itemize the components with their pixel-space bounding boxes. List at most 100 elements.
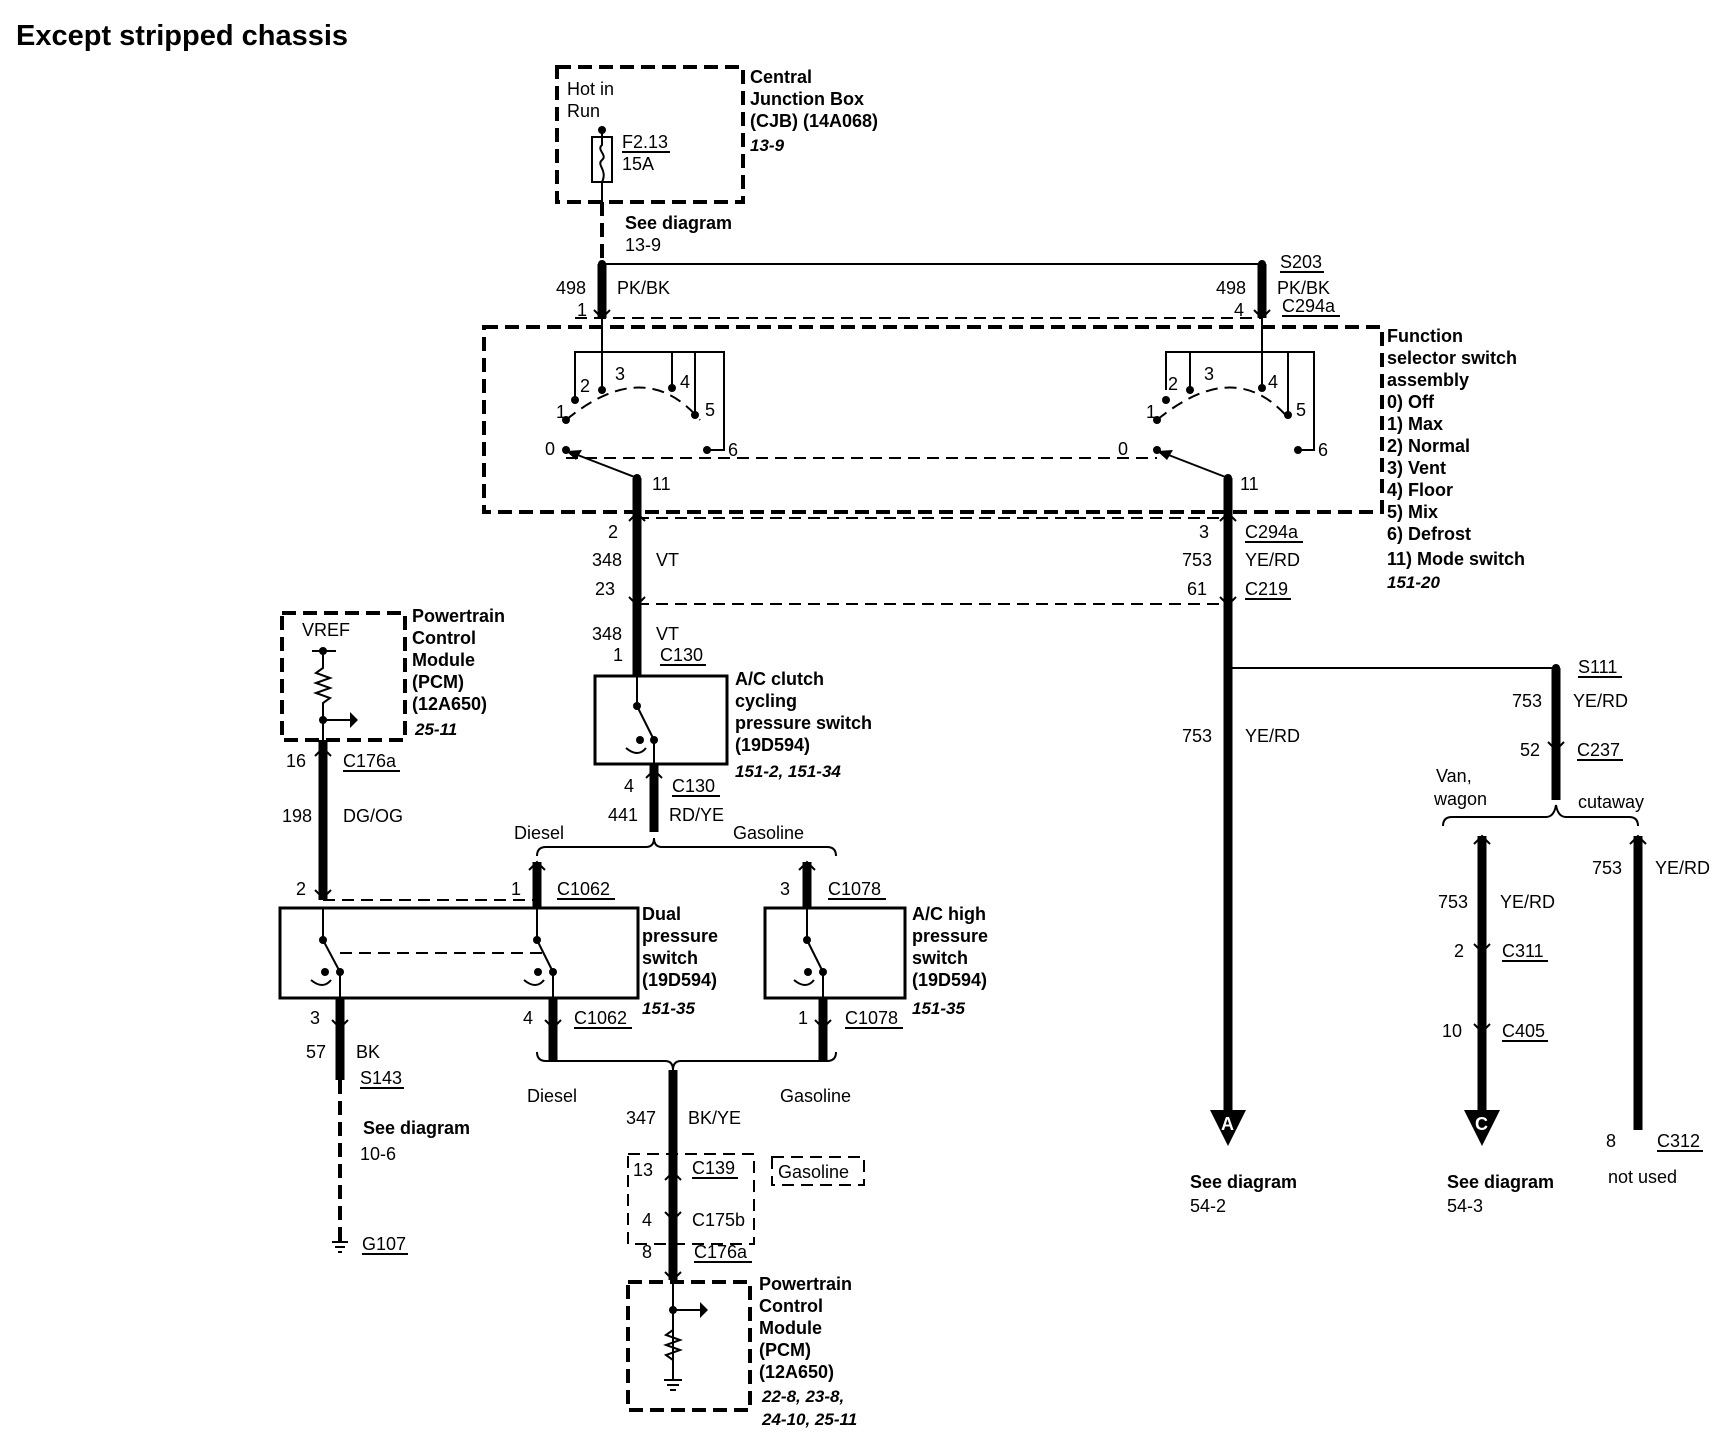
fss-mode-2: 2) Normal: [1387, 436, 1470, 456]
pcm2-box: [626, 1280, 752, 1412]
fss-left-pos-11: 11: [652, 474, 671, 494]
accs-connector-in: C130: [660, 645, 703, 665]
pcm2-ref-1: 22-8, 23-8,: [761, 1387, 844, 1406]
cjb-name-3: (CJB) (14A068): [750, 111, 878, 131]
dps-name-1: Dual: [642, 904, 681, 924]
s111-color: YE/RD: [1573, 691, 1628, 711]
van-pin2: 10: [1442, 1021, 1462, 1041]
cjb-name-1: Central: [750, 67, 812, 87]
s111-left-1: Van,: [1436, 766, 1472, 786]
van-see-2: 54-3: [1447, 1196, 1483, 1216]
fss-name-2: selector switch: [1387, 348, 1517, 368]
van-see-1: See diagram: [1447, 1172, 1554, 1192]
pcm2-name-2: Control: [759, 1296, 823, 1316]
pcm1-name-1: Powertrain: [412, 606, 505, 626]
s111-pin: 52: [1520, 740, 1540, 760]
top-left-color: PK/BK: [617, 278, 670, 298]
mid-right-pin2: 61: [1187, 579, 1207, 599]
dps-pin-left: 2: [296, 879, 306, 899]
ground-splice: S143: [360, 1068, 402, 1088]
ground-circuit: 57: [306, 1042, 326, 1062]
top-right-color: PK/BK: [1277, 278, 1330, 298]
accs-color: VT: [656, 624, 679, 644]
fss-right-pos-4: 4: [1268, 372, 1278, 392]
cutaway-pin: 8: [1606, 1131, 1616, 1151]
page-title: Except stripped chassis: [16, 20, 348, 52]
pcm2-name-1: Powertrain: [759, 1274, 852, 1294]
right-main-circuit: 753: [1182, 726, 1212, 746]
fss-mode-5: 5) Mix: [1387, 502, 1438, 522]
cjb-ref: 13-9: [750, 136, 785, 155]
fss-right-pos-1: 1: [1146, 402, 1156, 422]
right-main-see-2: 54-2: [1190, 1196, 1226, 1216]
fss-right-pos-11: 11: [1240, 474, 1259, 494]
mid-right-color: YE/RD: [1245, 550, 1300, 570]
accs-connector-out: C130: [672, 776, 715, 796]
right-main-see-1: See diagram: [1190, 1172, 1297, 1192]
accs-box: [593, 674, 729, 766]
ground-see-1: See diagram: [363, 1118, 470, 1138]
s111-circuit: 753: [1512, 691, 1542, 711]
top-right-circuit: 498: [1216, 278, 1246, 298]
branch1-right: Gasoline: [733, 823, 804, 843]
fss-mode-4: 4) Floor: [1387, 480, 1453, 500]
fss-mode-11: 11) Mode switch: [1387, 549, 1525, 569]
gasoline-tag: [771, 1156, 865, 1186]
pcm1-name-5: (12A650): [412, 694, 487, 714]
bottom-pin2: 4: [642, 1210, 652, 1230]
bottom-circuit: 347: [626, 1108, 656, 1128]
cutaway-color: YE/RD: [1655, 858, 1710, 878]
branch-brace-3: [1442, 804, 1639, 827]
branch1-left: Diesel: [514, 823, 564, 843]
fss-mode-0: 0) Off: [1387, 392, 1435, 412]
resistor-icon: [313, 651, 333, 740]
pcm2-name-4: (PCM): [759, 1340, 811, 1360]
fss-left-pos-6: 6: [728, 440, 738, 460]
pcm1-connector: C176a: [343, 751, 397, 771]
achps-name-2: pressure: [912, 926, 988, 946]
dps-box: [278, 906, 640, 1000]
cutaway-note: not used: [1608, 1167, 1677, 1187]
branch2-left: Diesel: [527, 1086, 577, 1106]
pcm1-name-2: Control: [412, 628, 476, 648]
cjb-box: [555, 65, 745, 204]
dps-connector-in: C1062: [557, 879, 610, 899]
pcm1-pin: 16: [286, 751, 306, 771]
mid-right-circuit: 753: [1182, 550, 1212, 570]
mid-left-color: VT: [656, 550, 679, 570]
van-pin1: 2: [1454, 941, 1464, 961]
fss-left-pos-4: 4: [680, 372, 690, 392]
fss-left-pos-0: 0: [545, 439, 555, 459]
right-main-color: YE/RD: [1245, 726, 1300, 746]
cutaway-circuit: 753: [1592, 858, 1622, 878]
fss-ref: 151-20: [1387, 573, 1440, 592]
achps-name-4: (19D594): [912, 970, 987, 990]
pcm1-vref: VREF: [302, 620, 350, 640]
fuse-rating: 15A: [622, 154, 654, 174]
accs-ref: 151-2, 151-34: [735, 762, 841, 781]
s111-right: cutaway: [1578, 792, 1644, 812]
achps-connector-in: C1078: [828, 879, 881, 899]
pcm2-name-3: Module: [759, 1318, 822, 1338]
bottom-pin1: 13: [633, 1160, 653, 1180]
mid-left-pin: 2: [608, 522, 618, 542]
fss-mode-3: 3) Vent: [1387, 458, 1446, 478]
s111-connector: C237: [1577, 740, 1620, 760]
achps-ref: 151-35: [912, 999, 965, 1018]
fss-left-pos-2: 2: [580, 376, 590, 396]
cjb-run-label: Run: [567, 101, 600, 121]
top-left-circuit: 498: [556, 278, 586, 298]
marker-a: [1210, 1110, 1246, 1146]
accs-pin-in: 1: [613, 645, 623, 665]
bottom-gasoline: Gasoline: [778, 1162, 849, 1182]
cutaway-connector: C312: [1657, 1131, 1700, 1151]
accs-circuit-out: 441: [608, 805, 638, 825]
branch-brace-2: [536, 1051, 837, 1071]
accs-name-4: (19D594): [735, 735, 810, 755]
mid-right-connector: C294a: [1245, 522, 1299, 542]
dps-name-3: switch: [642, 948, 698, 968]
s111-left-2: wagon: [1433, 789, 1487, 809]
pcm1-color: DG/OG: [343, 806, 403, 826]
pcm2-resistor-icon: [663, 1320, 683, 1380]
achps-box: [763, 906, 907, 1000]
